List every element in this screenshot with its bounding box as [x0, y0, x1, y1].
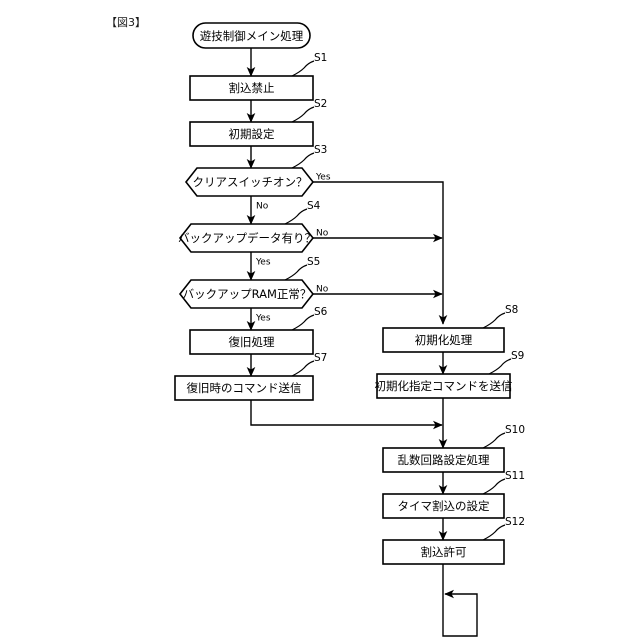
branch-label-s4-no: No: [316, 229, 329, 239]
step-label-s10: S10: [505, 424, 525, 436]
leader-s1: [291, 60, 315, 77]
node-s7-process[interactable]: [174, 375, 314, 401]
node-s10-process[interactable]: [382, 447, 505, 473]
branch-label-s5-yes: Yes: [255, 314, 271, 324]
node-s7-label: 復旧時のコマンド送信: [187, 381, 302, 395]
branch-label-s4-yes: Yes: [255, 258, 271, 268]
node-s11-label: タイマ割込の設定: [398, 499, 490, 513]
step-label-s6: S6: [314, 306, 328, 318]
node-s2-label: 初期設定: [229, 127, 275, 141]
branch-label-s3-no: No: [256, 202, 269, 212]
node-s11-process[interactable]: [382, 493, 505, 519]
leader-s9: [488, 358, 512, 375]
node-s9-process[interactable]: [376, 373, 511, 399]
node-s10-label: 乱数回路設定処理: [398, 453, 490, 467]
step-label-s4: S4: [307, 200, 321, 212]
step-label-s1: S1: [314, 52, 327, 64]
node-s8-label: 初期化処理: [415, 333, 473, 347]
step-label-s7: S7: [314, 352, 327, 364]
leader-s5: [284, 264, 308, 281]
step-label-s8: S8: [505, 304, 518, 316]
node-s8-process[interactable]: [382, 327, 505, 353]
leader-s6: [291, 314, 315, 331]
node-s1-label: 割込禁止: [229, 81, 275, 95]
node-s12-process[interactable]: [382, 539, 505, 565]
node-s2-process[interactable]: [189, 121, 314, 147]
leader-s12: [482, 524, 506, 541]
node-start-terminator[interactable]: [192, 22, 311, 49]
node-s12-label: 割込許可: [421, 545, 467, 559]
node-s5-decision[interactable]: [178, 279, 315, 309]
step-label-s9: S9: [511, 350, 524, 362]
edge-s3-yes-to-s8: [313, 181, 448, 325]
node-s3-label: クリアスイッチオン？: [193, 175, 308, 189]
leader-s7: [291, 360, 315, 377]
leader-s2: [291, 106, 315, 123]
leader-s3: [291, 152, 315, 169]
figure-number-label: 【図3】: [106, 16, 146, 29]
leader-s11: [482, 478, 506, 495]
edge-s7-to-merge: [250, 400, 443, 430]
step-label-s5: S5: [307, 256, 320, 268]
branch-label-s3-yes: Yes: [315, 173, 331, 183]
leader-s8: [482, 312, 506, 329]
step-label-s3: S3: [314, 144, 327, 156]
node-s6-process[interactable]: [189, 329, 314, 355]
edge-s12-loop-back: [442, 564, 478, 637]
node-s4-label: バックアップデータ有り？: [178, 231, 316, 245]
node-s3-decision[interactable]: [184, 167, 315, 197]
node-s1-process[interactable]: [189, 75, 314, 101]
node-s6-label: 復旧処理: [229, 335, 275, 349]
step-label-s11: S11: [505, 470, 525, 482]
node-start-label: 遊技制御メイン処理: [200, 29, 304, 43]
leader-s10: [482, 432, 506, 449]
step-label-s2: S2: [314, 98, 327, 110]
leader-s4: [284, 208, 308, 225]
node-s4-decision[interactable]: [178, 223, 315, 253]
node-s5-label: バックアップRAM正常？: [183, 287, 312, 301]
branch-label-s5-no: No: [316, 285, 329, 295]
step-label-s12: S12: [505, 516, 525, 528]
node-s9-label: 初期化指定コマンドを送信: [375, 379, 513, 393]
